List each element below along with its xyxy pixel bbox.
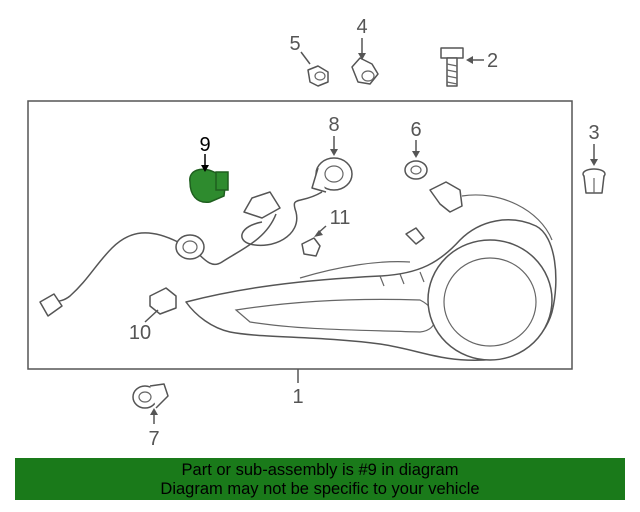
callout-11-arrow xyxy=(314,230,323,237)
callout-6-arrow xyxy=(412,151,420,158)
callout-2-arrow xyxy=(466,56,473,64)
part-4-clip[interactable] xyxy=(351,57,379,85)
callout-8-label[interactable]: 8 xyxy=(328,114,339,136)
part-7-socket[interactable] xyxy=(132,383,169,409)
callout-10-leader xyxy=(144,309,159,323)
part-10-connector[interactable] xyxy=(149,287,177,315)
callout-11-label[interactable]: 11 xyxy=(330,207,351,229)
callout-9-label[interactable]: 9 xyxy=(199,134,210,156)
part-8-socket[interactable] xyxy=(311,157,353,193)
callout-3-label[interactable]: 3 xyxy=(588,122,599,144)
callout-2-label[interactable]: 2 xyxy=(487,50,498,72)
callout-4-arrow xyxy=(358,53,366,60)
callout-7-arrow xyxy=(150,408,158,415)
wiring-harness xyxy=(39,191,323,317)
part-2-bolt[interactable] xyxy=(440,47,464,87)
callout-3-arrow xyxy=(590,159,598,166)
callout-6-label[interactable]: 6 xyxy=(410,119,421,141)
parts-diagram: 1 2 3 4 5 6 xyxy=(27,16,606,450)
info-banner: Part or sub-assembly is #9 in diagram Di… xyxy=(15,458,625,500)
callout-8-arrow xyxy=(330,149,338,156)
callout-10-label[interactable]: 10 xyxy=(129,322,151,344)
callout-7-label[interactable]: 7 xyxy=(148,428,159,450)
banner-line-1: Part or sub-assembly is #9 in diagram xyxy=(181,461,459,479)
callout-1-label[interactable]: 1 xyxy=(292,386,303,408)
part-6-seal[interactable] xyxy=(404,160,428,180)
assembly-frame xyxy=(27,100,573,370)
part-5-grommet[interactable] xyxy=(307,65,329,87)
callout-5-leader xyxy=(300,51,311,65)
banner-line-2: Diagram may not be specific to your vehi… xyxy=(160,480,480,498)
callout-4-label[interactable]: 4 xyxy=(356,16,367,38)
part-3-nut[interactable] xyxy=(582,168,606,194)
part-11-clip[interactable] xyxy=(301,237,321,257)
headlamp-assembly[interactable] xyxy=(185,181,557,361)
callout-5-label[interactable]: 5 xyxy=(289,33,300,55)
callout-9-arrow xyxy=(201,165,209,172)
part-9-bulb[interactable] xyxy=(189,168,229,203)
